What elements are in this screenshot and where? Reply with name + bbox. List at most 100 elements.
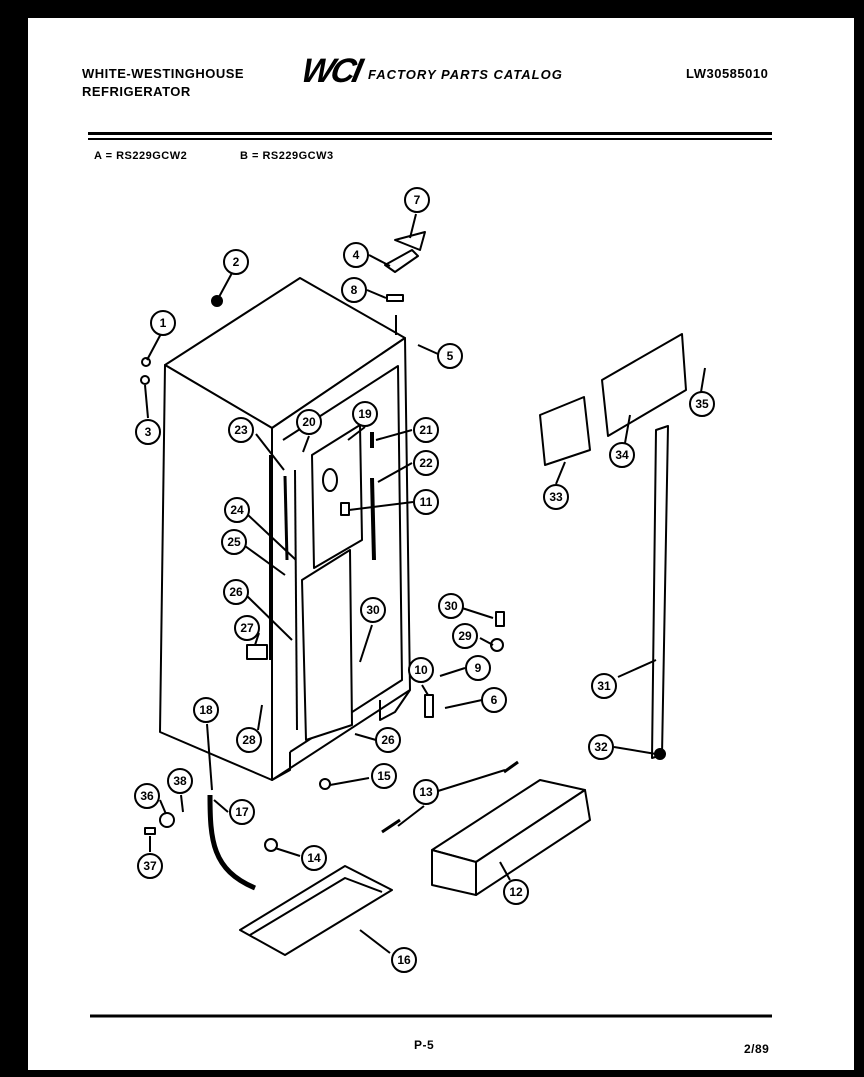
leader-36 [159,799,167,815]
drain-pan [239,865,393,956]
liner-rail [294,469,298,731]
callout-number: 3 [145,425,152,439]
document-number: LW30585010 [686,66,769,81]
callout-29: 29 [452,623,478,649]
callout-circle [438,593,464,619]
callout-circle [609,442,635,468]
callout-circle [193,697,219,723]
part-13a [381,818,401,834]
callout-23: 23 [228,417,254,443]
callout-circle [404,187,430,213]
callout-number: 17 [235,805,249,819]
callout-26: 26 [223,579,249,605]
callout-circle [224,497,250,523]
callout-circle [234,615,260,641]
callout-number: 30 [444,599,458,613]
callout-layer: 1234567891011121314151617181920212223242… [134,187,715,973]
callout-circle [413,417,439,443]
callout-circle [236,727,262,753]
leader-26 [245,594,293,641]
leader-21 [375,429,413,441]
callout-number: 31 [597,679,611,693]
leader-34 [624,414,631,444]
callout-number: 22 [419,456,433,470]
page-number: P-5 [414,1038,435,1052]
callout-35: 35 [689,391,715,417]
callout-number: 37 [143,859,157,873]
callout-22: 22 [413,450,439,476]
callout-circle [134,783,160,809]
callout-circle [229,799,255,825]
callout-number: 12 [509,885,523,899]
callout-circle [301,845,327,871]
leader-25 [244,545,286,576]
leader-7 [409,213,417,239]
leader-29 [479,637,494,646]
leader-27 [254,632,260,646]
callout-number: 29 [458,629,472,643]
leader-26b [354,733,377,741]
callout-38: 38 [167,768,193,794]
door-shelf-small [539,396,591,466]
callout-circle [408,657,434,683]
bar-22 [370,477,376,561]
leader-4 [368,254,391,267]
leader-28 [257,704,263,731]
leader-2 [218,272,233,298]
leader-13b-line [397,805,425,827]
callout-circle [360,597,386,623]
leader-30 [461,607,494,619]
callout-34: 34 [609,442,635,468]
leader-8 [366,289,387,299]
callout-circle [413,779,439,805]
callout-number: 28 [242,733,256,747]
callout-5: 5 [437,343,463,369]
leader-30b [359,624,373,663]
callout-circle [296,409,322,435]
callout-number: 4 [353,248,360,262]
callout-number: 1 [160,316,167,330]
callout-circle [167,768,193,794]
part-2 [211,295,223,307]
callout-2: 2 [223,249,249,275]
callout-number: 35 [695,397,709,411]
callout-circle [221,529,247,555]
callout-16: 16 [391,947,417,973]
leader-5 [417,344,439,355]
callout-number: 7 [414,193,421,207]
part-13b [503,760,519,774]
callout-32: 32 [588,734,614,760]
control-panel [311,424,363,569]
callout-number: 20 [302,415,316,429]
callout-circle [343,242,369,268]
part-32 [654,748,666,760]
callout-circle [228,417,254,443]
callout-number: 11 [420,495,433,509]
callout-8: 8 [341,277,367,303]
date-code: 2/89 [744,1042,770,1056]
leader-17 [213,799,229,813]
callout-number: 23 [234,423,248,437]
leader-33 [555,461,566,485]
callout-circle [413,450,439,476]
part-36 [159,812,175,828]
leader-13a-line [437,769,506,792]
part-15 [319,778,331,790]
callout-number: 8 [351,283,358,297]
callout-9: 9 [465,655,491,681]
leader-24 [247,514,297,561]
callout-circle [543,484,569,510]
callout-circle [137,853,163,879]
callout-25: 25 [221,529,247,555]
callout-circle [371,763,397,789]
callout-number: 32 [594,740,608,754]
callout-24: 24 [224,497,250,523]
callout-21: 21 [413,417,439,443]
leader-35 [700,367,706,393]
callout-number: 26 [229,585,243,599]
callout-6: 6 [481,687,507,713]
shim-8 [386,294,404,302]
callout-3: 3 [135,419,161,445]
